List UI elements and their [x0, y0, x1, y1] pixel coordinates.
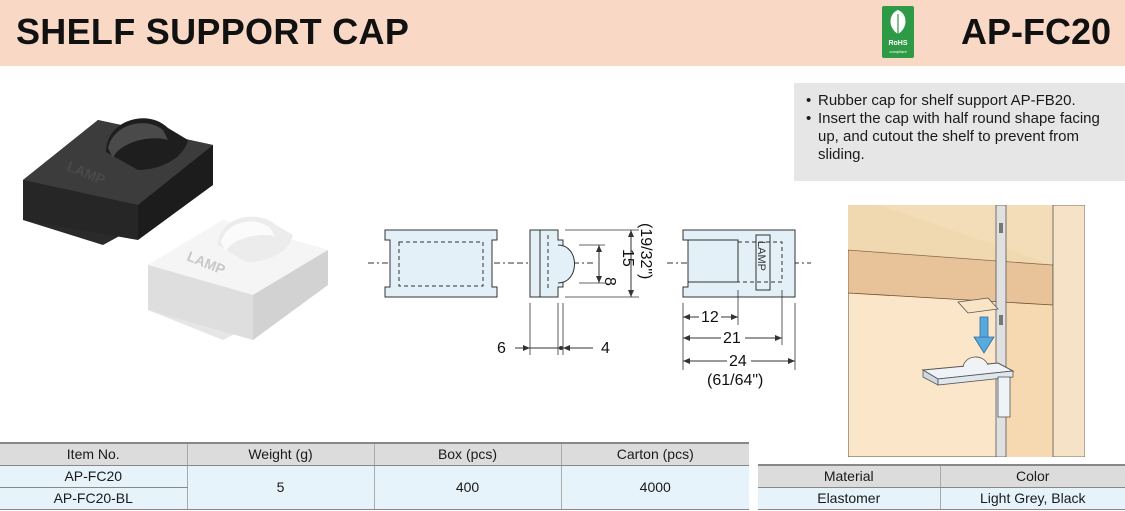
spec-header-item: Item No. [0, 442, 187, 466]
technical-drawing: 6 4 8 15 (19/32") LAMP 12 [368, 223, 811, 389]
leaf-icon [890, 10, 906, 34]
material-table: Material Color Elastomer Light Grey, Bla… [758, 464, 1125, 510]
page-title: SHELF SUPPORT CAP [16, 11, 410, 52]
weight-value: 5 [186, 465, 374, 510]
dim-15-label: 15 [619, 249, 636, 267]
color-header: Color [939, 464, 1125, 488]
spec-header-box: Box (pcs) [373, 442, 561, 466]
color-value: Light Grey, Black [939, 487, 1125, 510]
white-cap-image: LAMP [148, 216, 328, 340]
drawing-bottom-view: LAMP 12 21 24 (61/64") [667, 229, 811, 389]
table-row: AP-FC20 5 400 4000 [0, 465, 749, 510]
description-item: Rubber cap for shelf support AP-FB20. [806, 92, 1113, 110]
dim-24-label: 24 [729, 353, 747, 370]
item-number: AP-FC20 [0, 465, 187, 488]
carton-value: 4000 [560, 465, 749, 510]
dim-12-label: 12 [701, 309, 719, 326]
rohs-label: RoHS [888, 40, 908, 47]
header-bar: SHELF SUPPORT CAP RoHS compliant AP-FC20 [0, 0, 1125, 66]
description-box: Rubber cap for shelf support AP-FB20. In… [794, 83, 1125, 181]
description-item: Insert the cap with half round shape fac… [806, 110, 1113, 164]
drawing-emboss: LAMP [755, 241, 767, 271]
dim-6-label: 6 [497, 340, 506, 357]
black-cap-image: LAMP [23, 118, 213, 245]
spec-table: Item No. Weight (g) Box (pcs) Carton (pc… [0, 442, 749, 510]
table-row: AP-FC20-BL [0, 487, 749, 510]
box-value: 400 [373, 465, 561, 510]
item-number: AP-FC20-BL [0, 487, 187, 510]
dim-21-label: 21 [723, 330, 741, 347]
dim-4-label: 4 [601, 340, 610, 357]
dim-24-inch-label: (61/64") [707, 372, 763, 389]
spec-header-weight: Weight (g) [186, 442, 374, 466]
table-row: Elastomer Light Grey, Black [758, 487, 1125, 510]
product-photo: LAMP LAMP [23, 118, 328, 340]
spec-header-carton: Carton (pcs) [560, 442, 749, 466]
material-value: Elastomer [758, 487, 940, 510]
dim-8-label: 8 [601, 277, 618, 286]
drawing-top-view [368, 229, 515, 298]
rohs-badge: RoHS compliant [882, 6, 914, 58]
installation-illustration [848, 205, 1085, 457]
rohs-sub-label: compliant [889, 49, 907, 54]
material-header: Material [758, 464, 940, 488]
drawing-side-view: 6 4 8 15 (19/32") [497, 223, 654, 357]
product-code: AP-FC20 [960, 11, 1111, 52]
dim-15-inch-label: (19/32") [637, 223, 654, 279]
